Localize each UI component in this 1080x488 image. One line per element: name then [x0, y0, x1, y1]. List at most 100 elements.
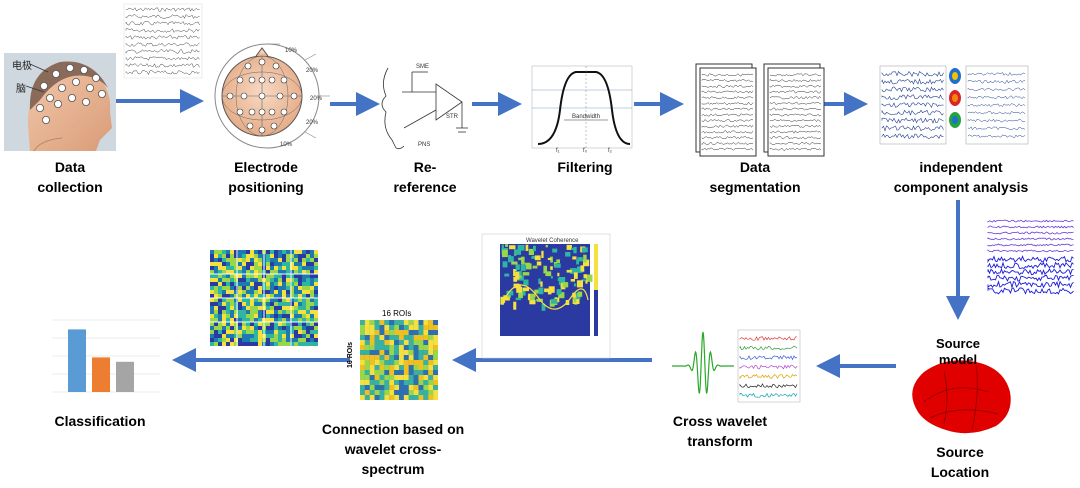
coherence-cell — [556, 259, 560, 264]
matrix-cell — [384, 360, 390, 365]
heatmap-cell — [214, 270, 218, 274]
heatmap-cell — [314, 270, 318, 274]
heatmap-cell — [278, 282, 282, 286]
matrix-cell — [379, 330, 385, 335]
matrix-cell — [369, 370, 375, 375]
matrix-cell — [408, 380, 414, 385]
matrix-cell — [423, 350, 429, 355]
heatmap-cell — [306, 302, 310, 306]
matrix-cell — [369, 365, 375, 370]
matrix-cell — [399, 375, 404, 380]
heatmap-cell — [234, 282, 238, 286]
heatmap-cell — [230, 310, 234, 314]
heatmap-cell — [238, 306, 242, 310]
heatmap-cell — [302, 270, 306, 274]
matrix-cell — [384, 325, 390, 330]
heatmap-cell — [230, 250, 234, 254]
heatmap-cell — [274, 274, 278, 278]
heatmap-cell — [222, 294, 226, 298]
matrix-cell — [389, 380, 395, 385]
heatmap-cell — [306, 266, 310, 270]
heatmap-cell — [298, 326, 302, 330]
heatmap-cell — [302, 314, 306, 318]
heatmap-cell — [314, 266, 318, 270]
heatmap-cell — [250, 306, 254, 310]
electrode-dot — [258, 126, 266, 134]
heatmap-cell — [218, 322, 222, 326]
heatmap-cell — [250, 274, 254, 278]
heatmap-cell — [282, 250, 286, 254]
matrix-cell — [379, 320, 385, 325]
matrix-cell — [364, 350, 370, 355]
heatmap-cell — [250, 270, 254, 274]
trace-line — [701, 119, 754, 123]
trace-line — [881, 70, 944, 78]
heatmap-cell — [282, 282, 286, 286]
ref-label-pns: PNS — [418, 142, 430, 148]
heatmap-cell — [242, 338, 246, 342]
heatmap-cell — [234, 306, 238, 310]
trace-line — [769, 124, 822, 128]
heatmap-cell — [314, 258, 318, 262]
heatmap-cell — [210, 254, 214, 258]
heatmap-cell — [266, 310, 270, 314]
matrix-cell — [413, 370, 419, 375]
heatmap-cell — [242, 270, 246, 274]
trace-line — [987, 219, 1074, 223]
coherence-cell — [532, 265, 538, 269]
matrix-cell — [369, 320, 375, 325]
heatmap-cell — [286, 294, 290, 298]
matrix-cell — [418, 370, 424, 375]
heatmap-cell — [254, 318, 258, 322]
matrix-cell — [379, 355, 385, 360]
heatmap-cell — [298, 298, 302, 302]
heatmap-cell — [270, 342, 274, 346]
matrix-cell — [408, 395, 414, 400]
heatmap-cell — [290, 322, 294, 326]
heatmap-cell — [234, 322, 238, 326]
heatmap-cell — [306, 278, 310, 282]
electrode-dot — [226, 92, 234, 100]
heatmap-cell — [234, 338, 238, 342]
heatmap-cell — [290, 326, 294, 330]
step-ica: independent component analysis — [893, 159, 1029, 195]
head-label-electrode: 电极 — [12, 61, 32, 72]
heatmap-cell — [298, 254, 302, 258]
trace-line — [769, 119, 822, 123]
matrix-cell — [374, 340, 380, 345]
heatmap-cell — [246, 310, 250, 314]
heatmap-cell — [250, 334, 254, 338]
trace-line — [987, 225, 1074, 229]
heatmap-cell — [226, 298, 230, 302]
heatmap-cell — [246, 342, 250, 346]
matrix-cell — [369, 325, 375, 330]
heatmap-cell — [266, 286, 270, 290]
heatmap-cell — [250, 298, 254, 302]
coherence-cell — [523, 279, 529, 286]
step-re-reference: Re- reference — [393, 159, 457, 195]
matrix-cell — [413, 375, 419, 380]
heatmap-cell — [314, 330, 318, 334]
heatmap-cell — [278, 338, 282, 342]
heatmap-cell — [302, 342, 306, 346]
heatmap-cell — [294, 266, 298, 270]
electrode-dot — [244, 62, 252, 70]
electrode-dot — [258, 76, 266, 84]
electrode-dot — [276, 92, 284, 100]
heatmap-cell — [278, 298, 282, 302]
heatmap-cell — [258, 334, 262, 338]
heatmap-cell — [278, 342, 282, 346]
trace-line — [881, 86, 944, 93]
heatmap-cell — [246, 302, 250, 306]
heatmap-cell — [246, 278, 250, 282]
heatmap-cell — [298, 274, 302, 278]
matrix-cell — [384, 395, 390, 400]
heatmap-cell — [294, 254, 298, 258]
coherence-cell — [574, 292, 581, 300]
step-classification: Classification — [54, 413, 146, 429]
matrix-cell — [364, 355, 370, 360]
coherence-cell — [547, 257, 552, 260]
connectivity-matrix — [360, 320, 439, 400]
heatmap-cell — [250, 286, 254, 290]
heatmap-cell — [274, 342, 278, 346]
